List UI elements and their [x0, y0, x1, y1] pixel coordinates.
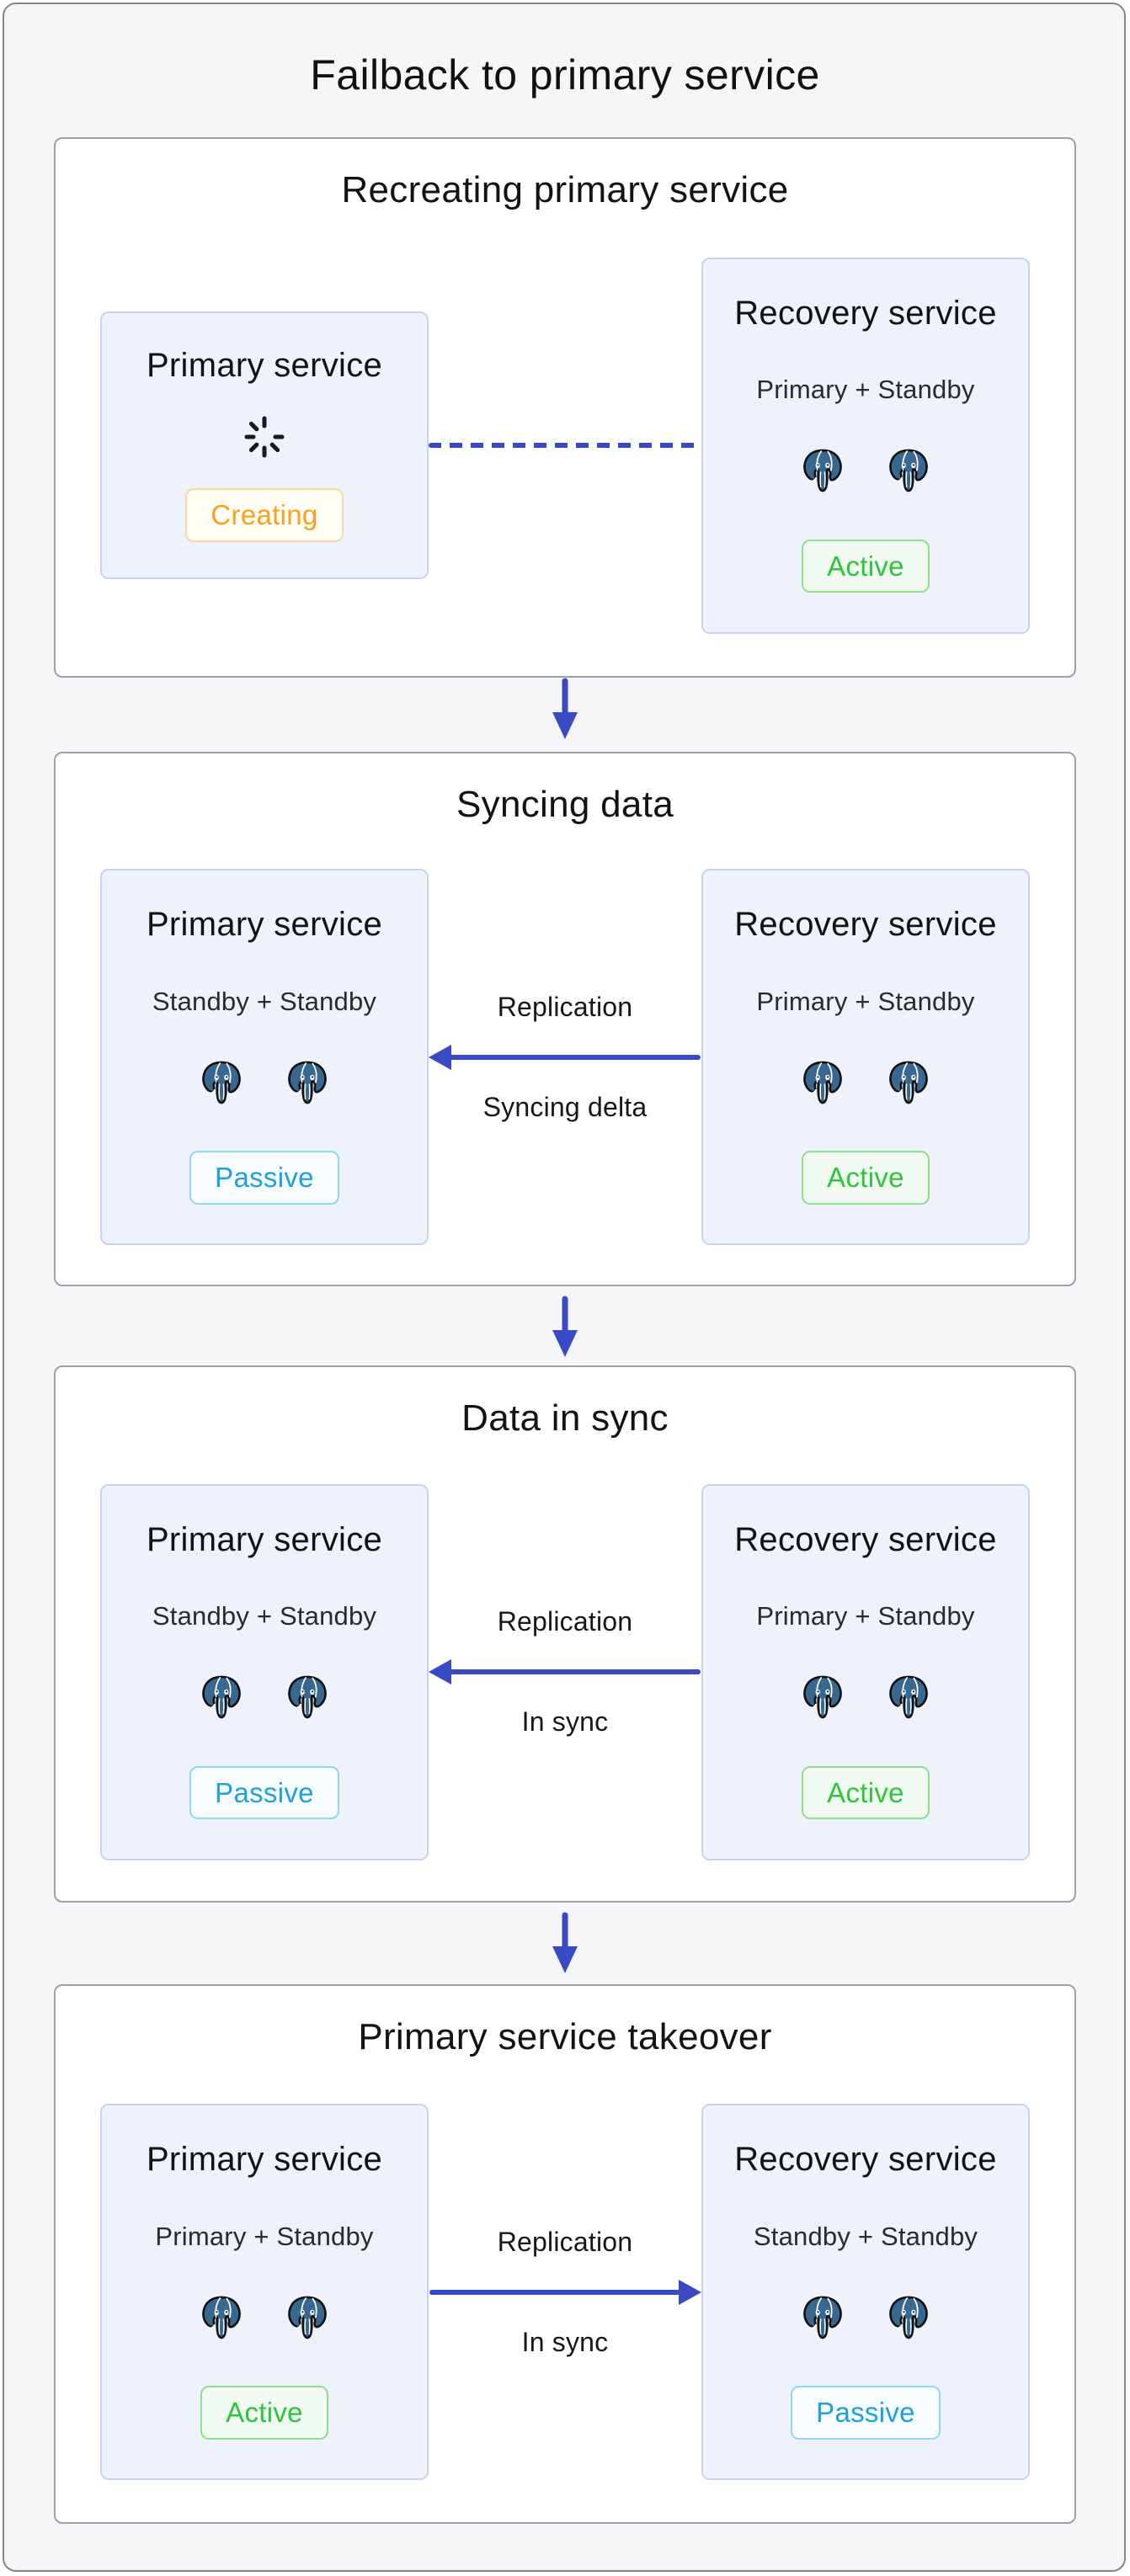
postgresql-elephant-icon [281, 1674, 333, 1723]
stage-title: Syncing data [456, 784, 674, 825]
postgresql-elephant-icon [882, 448, 935, 497]
connector-replication: Replication In sync [429, 1606, 701, 1738]
stage-content-row: Primary service Primary + Standby Active… [100, 2062, 1030, 2522]
page-title: Failback to primary service [310, 51, 820, 98]
card-title: Primary service [146, 347, 383, 384]
stage-title: Data in sync [461, 1397, 669, 1439]
database-node-icons [195, 1674, 333, 1723]
status-badge-passive: Passive [791, 2386, 941, 2440]
card-title: Primary service [146, 1520, 383, 1558]
postgresql-elephant-icon [797, 1674, 849, 1723]
postgresql-elephant-icon [195, 1674, 248, 1723]
arrow-head [429, 1044, 451, 1070]
card-title: Recovery service [734, 294, 997, 332]
postgresql-elephant-icon [281, 2295, 333, 2344]
status-badge-creating: Creating [185, 488, 344, 542]
replication-arrow-left [429, 1044, 701, 1071]
arrow-head [429, 1659, 451, 1685]
replication-label: Replication [497, 2226, 633, 2257]
database-node-icons [797, 448, 935, 497]
card-subtitle: Primary + Standby [756, 375, 975, 405]
connector-replication: Replication In sync [429, 2227, 701, 2358]
postgresql-elephant-icon [281, 1060, 333, 1109]
postgresql-elephant-icon [797, 2295, 849, 2344]
card-subtitle: Standby + Standby [753, 2221, 978, 2251]
database-node-icons [797, 2295, 935, 2344]
primary-service-card: Primary service Standby + Standby Passiv… [100, 1483, 429, 1860]
recovery-service-card: Recovery service Primary + Standby Activ… [701, 869, 1030, 1245]
card-subtitle: Primary + Standby [756, 1601, 975, 1631]
replication-arrow-left [429, 1658, 701, 1685]
arrow-line [447, 1054, 701, 1060]
status-badge-active: Active [802, 1765, 930, 1820]
status-badge-active: Active [200, 2386, 328, 2440]
database-node-icons [195, 2295, 333, 2344]
arrow-head [679, 2279, 701, 2305]
flow-down-arrow [550, 677, 580, 741]
primary-service-card: Primary service Creating [100, 311, 429, 579]
card-title: Primary service [146, 2141, 383, 2178]
stage-primary-service-takeover: Primary service takeover Primary service… [54, 1984, 1076, 2524]
recovery-service-card: Recovery service Standby + Standby Passi… [701, 2104, 1030, 2480]
flow-down-arrow [550, 1911, 580, 1975]
postgresql-elephant-icon [195, 1060, 248, 1109]
card-title: Recovery service [734, 1520, 997, 1558]
card-title: Primary service [146, 906, 383, 943]
primary-service-card: Primary service Primary + Standby Active [100, 2104, 429, 2480]
sync-state-label: In sync [521, 2326, 609, 2357]
connector-dashed [429, 443, 701, 448]
replication-arrow-right [429, 2279, 701, 2306]
status-badge-passive: Passive [189, 1765, 339, 1820]
card-title: Recovery service [734, 2141, 997, 2178]
connector-replication: Replication Syncing delta [429, 992, 701, 1123]
stage-content-row: Primary service Creating Recovery servic… [100, 215, 1030, 676]
postgresql-elephant-icon [882, 1060, 935, 1109]
status-badge-active: Active [802, 539, 930, 593]
spinner-icon [243, 415, 286, 459]
postgresql-elephant-icon [882, 2295, 935, 2344]
stage-title: Recreating primary service [341, 169, 789, 210]
card-subtitle: Standby + Standby [152, 986, 377, 1016]
status-badge-passive: Passive [189, 1151, 339, 1205]
sync-state-label: In sync [521, 1706, 609, 1737]
replication-label: Replication [497, 1606, 633, 1637]
flow-down-arrow [550, 1295, 580, 1359]
recovery-service-card: Recovery service Primary + Standby Activ… [701, 1483, 1030, 1860]
primary-service-card: Primary service Standby + Standby Passiv… [100, 869, 429, 1245]
arrow-line [447, 1669, 701, 1674]
postgresql-elephant-icon [882, 1674, 935, 1723]
status-badge-active: Active [802, 1151, 930, 1205]
dashed-link-line [429, 443, 701, 448]
postgresql-elephant-icon [195, 2295, 248, 2344]
card-title: Recovery service [734, 906, 997, 943]
card-subtitle: Primary + Standby [756, 986, 975, 1016]
stage-content-row: Primary service Standby + Standby Passiv… [100, 1443, 1030, 1901]
stage-data-in-sync: Data in sync Primary service Standby + S… [54, 1365, 1076, 1903]
postgresql-elephant-icon [797, 448, 849, 497]
card-subtitle: Primary + Standby [155, 2221, 374, 2251]
database-node-icons [195, 1060, 333, 1109]
stage-recreating-primary-service: Recreating primary service Primary servi… [54, 137, 1076, 678]
replication-label: Replication [497, 991, 633, 1022]
database-node-icons [797, 1060, 935, 1109]
stage-title: Primary service takeover [358, 2016, 772, 2057]
sync-state-label: Syncing delta [482, 1091, 648, 1122]
postgresql-elephant-icon [797, 1060, 849, 1109]
arrow-line [429, 2289, 683, 2295]
recovery-service-card: Recovery service Primary + Standby Activ… [701, 257, 1030, 634]
stage-syncing-data: Syncing data Primary service Standby + S… [54, 752, 1076, 1286]
database-node-icons [797, 1674, 935, 1723]
stage-content-row: Primary service Standby + Standby Passiv… [100, 829, 1030, 1285]
card-subtitle: Standby + Standby [152, 1601, 377, 1631]
